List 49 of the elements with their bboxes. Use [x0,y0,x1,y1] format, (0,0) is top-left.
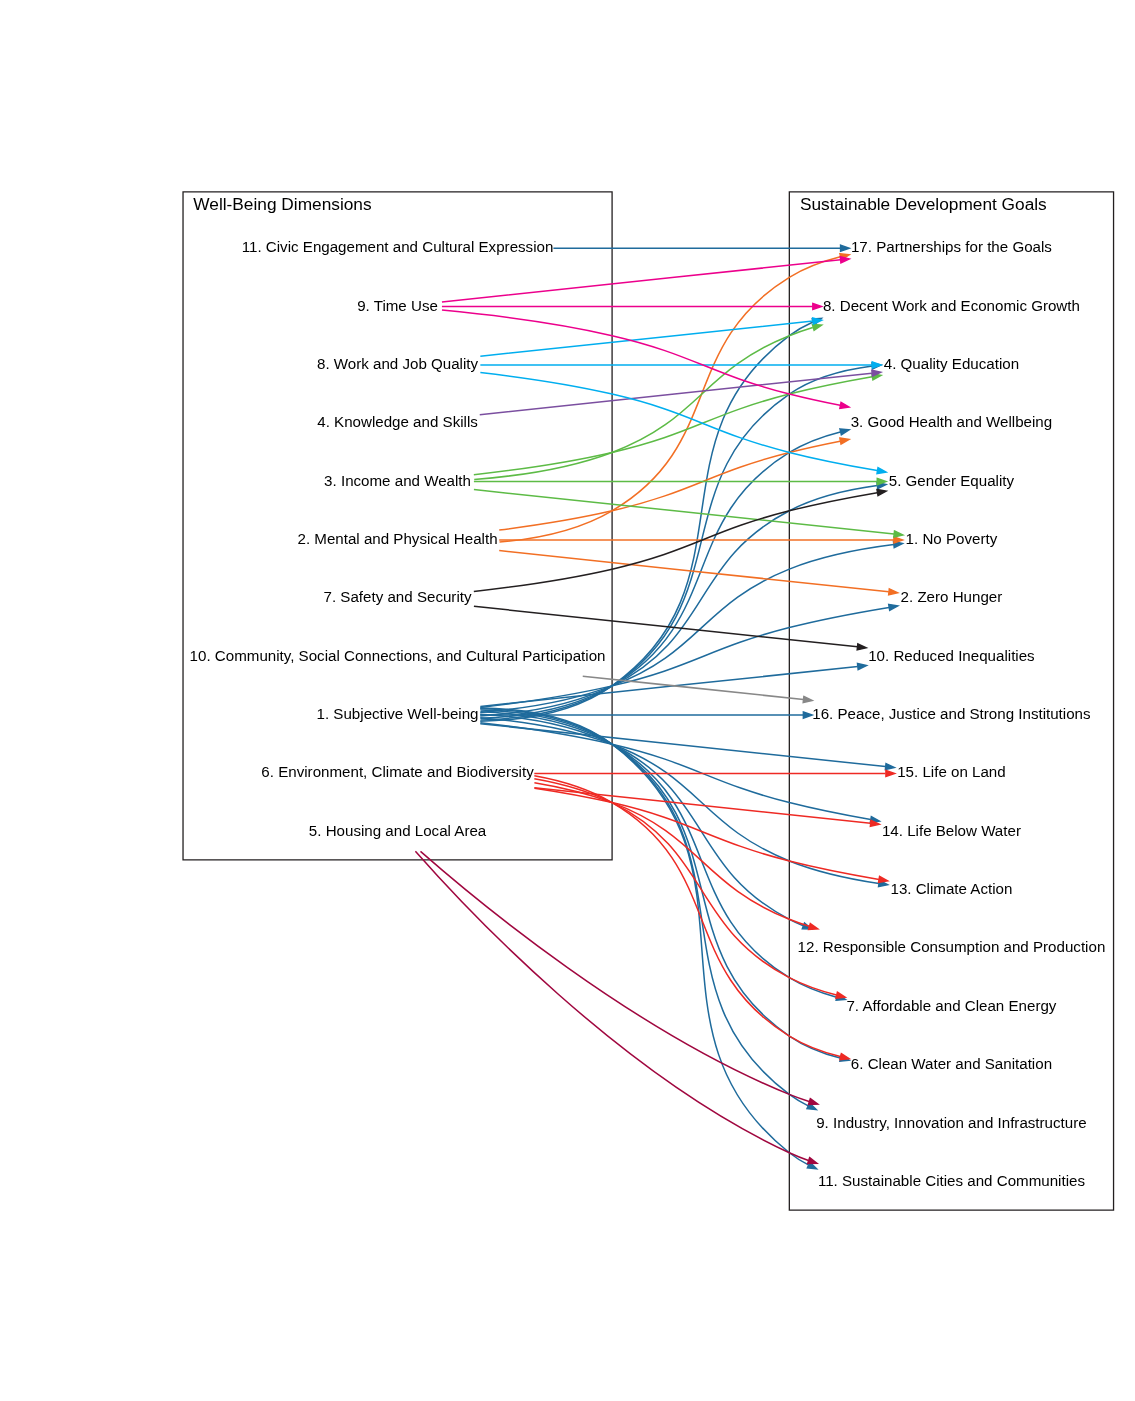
node-text: 10. Community, Social Connections, and Cultural Participation [189,646,606,664]
arrow [473,477,889,486]
node-text: 16. Peace, Justice and Strong Institutions [812,704,1091,722]
node-text: 9. Industry, Innovation and Infrastructure [816,1113,1087,1131]
arrow [479,602,900,708]
node-text: 6. Environment, Climate and Biodiversity [261,762,534,780]
node-text: 13. Climate Action [890,879,1013,897]
arrow [533,786,890,883]
node-text: 17. Partnerships for the Goals [850,237,1052,255]
node-text: 11. Civic Engagement and Cultural Expression [241,237,554,255]
node-text: 6. Clean Water and Sanitation [850,1054,1053,1072]
node-text: 15. Life on Land [897,762,1006,780]
node-text: 7. Safety and Security [323,587,472,605]
node-text: 2. Mental and Physical Health [297,529,498,547]
node-text: 5. Gender Equality [888,471,1015,489]
arrow [479,710,815,719]
arrow [441,308,852,409]
node-text: 8. Decent Work and Economic Growth [822,296,1080,314]
arrow [441,301,824,311]
node-text: 1. No Poverty [905,529,998,547]
node-text: 11. Sustainable Cities and Communities [817,1171,1085,1189]
node-text: 4. Quality Education [883,354,1020,372]
node-text: 14. Life Below Water [881,821,1021,839]
node-text: 2. Zero Hunger [900,587,1003,605]
node-text: 8. Work and Job Quality [316,354,479,372]
arrow [582,674,815,703]
node-text: 4. Knowledge and Skills [317,412,478,430]
node-text: 12. Responsible Consumption and Production [797,937,1106,955]
arrow [473,488,889,592]
arrow [479,722,897,771]
arrow [498,436,852,531]
arrow [498,535,905,544]
arrow [473,605,869,651]
arrow [479,662,869,707]
arrow [441,255,852,303]
arrow [473,323,824,480]
arrow [473,488,906,538]
node-text: 3. Good Health and Wellbeing [850,412,1053,430]
arrow [498,549,900,596]
node-text: 5. Housing and Local Area [308,821,487,839]
arrow [533,768,897,777]
arrow [419,850,820,1105]
node-text: 1. Subjective Well-being [316,704,479,722]
node-text: 10. Reduced Inequalities [868,646,1035,664]
node-text: 9. Time Use [357,296,438,314]
arrow [552,243,852,252]
arrow [479,427,852,719]
node-text: 3. Income and Wealth [324,471,471,489]
node-text: 7. Affordable and Clean Energy [846,996,1057,1014]
